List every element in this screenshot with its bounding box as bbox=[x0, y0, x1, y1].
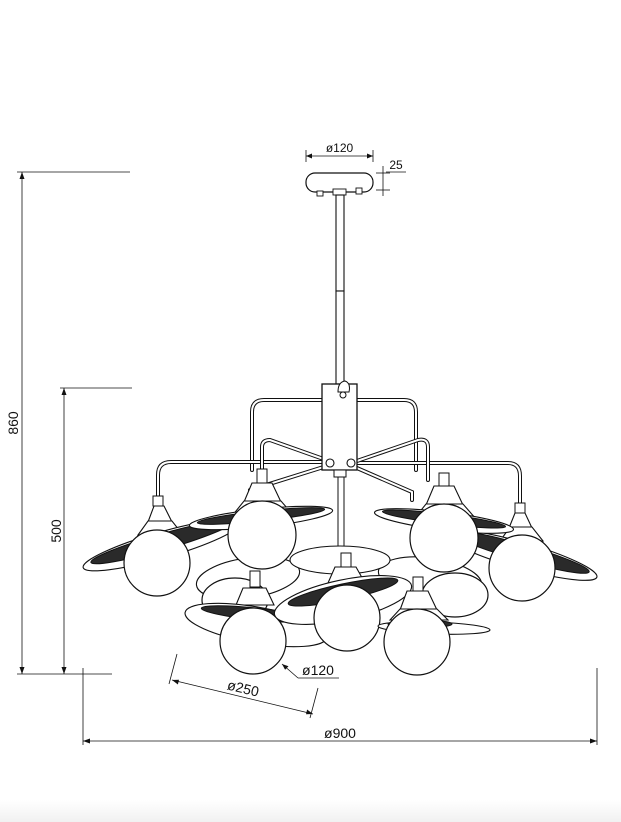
shade-diameter-dimension: ø250 bbox=[168, 653, 319, 719]
canopy bbox=[305, 172, 374, 197]
page-bottom-edge bbox=[0, 800, 621, 822]
lamp-bottom-center bbox=[273, 552, 413, 652]
shade-diameter-label: ø250 bbox=[226, 677, 261, 700]
canopy-height-dimension: 25 bbox=[376, 158, 406, 196]
lamp-bottom-right bbox=[377, 576, 491, 676]
overall-diameter-label: ø900 bbox=[324, 725, 356, 741]
back-arms bbox=[156, 398, 522, 507]
canopy-height-label: 25 bbox=[389, 158, 403, 172]
lamp-left-upper bbox=[188, 468, 334, 570]
body-height-label: 500 bbox=[48, 519, 64, 543]
body-height-dimension: 500 bbox=[48, 387, 132, 674]
suspension-rod bbox=[335, 194, 345, 385]
canopy-diameter-label: ø120 bbox=[326, 141, 354, 155]
overall-diameter-dimension: ø900 bbox=[82, 668, 598, 745]
globe-diameter-dimension: ø120 bbox=[281, 662, 339, 679]
total-height-dimension: 860 bbox=[5, 171, 130, 675]
center-hub bbox=[321, 380, 358, 558]
total-height-label: 860 bbox=[5, 411, 21, 435]
lamp-bottom-left bbox=[184, 570, 328, 675]
lamp-right-upper bbox=[373, 472, 515, 573]
canopy-diameter-dimension: ø120 bbox=[305, 141, 374, 162]
lamp-far-left bbox=[82, 495, 242, 597]
globe-diameter-label: ø120 bbox=[302, 662, 334, 678]
